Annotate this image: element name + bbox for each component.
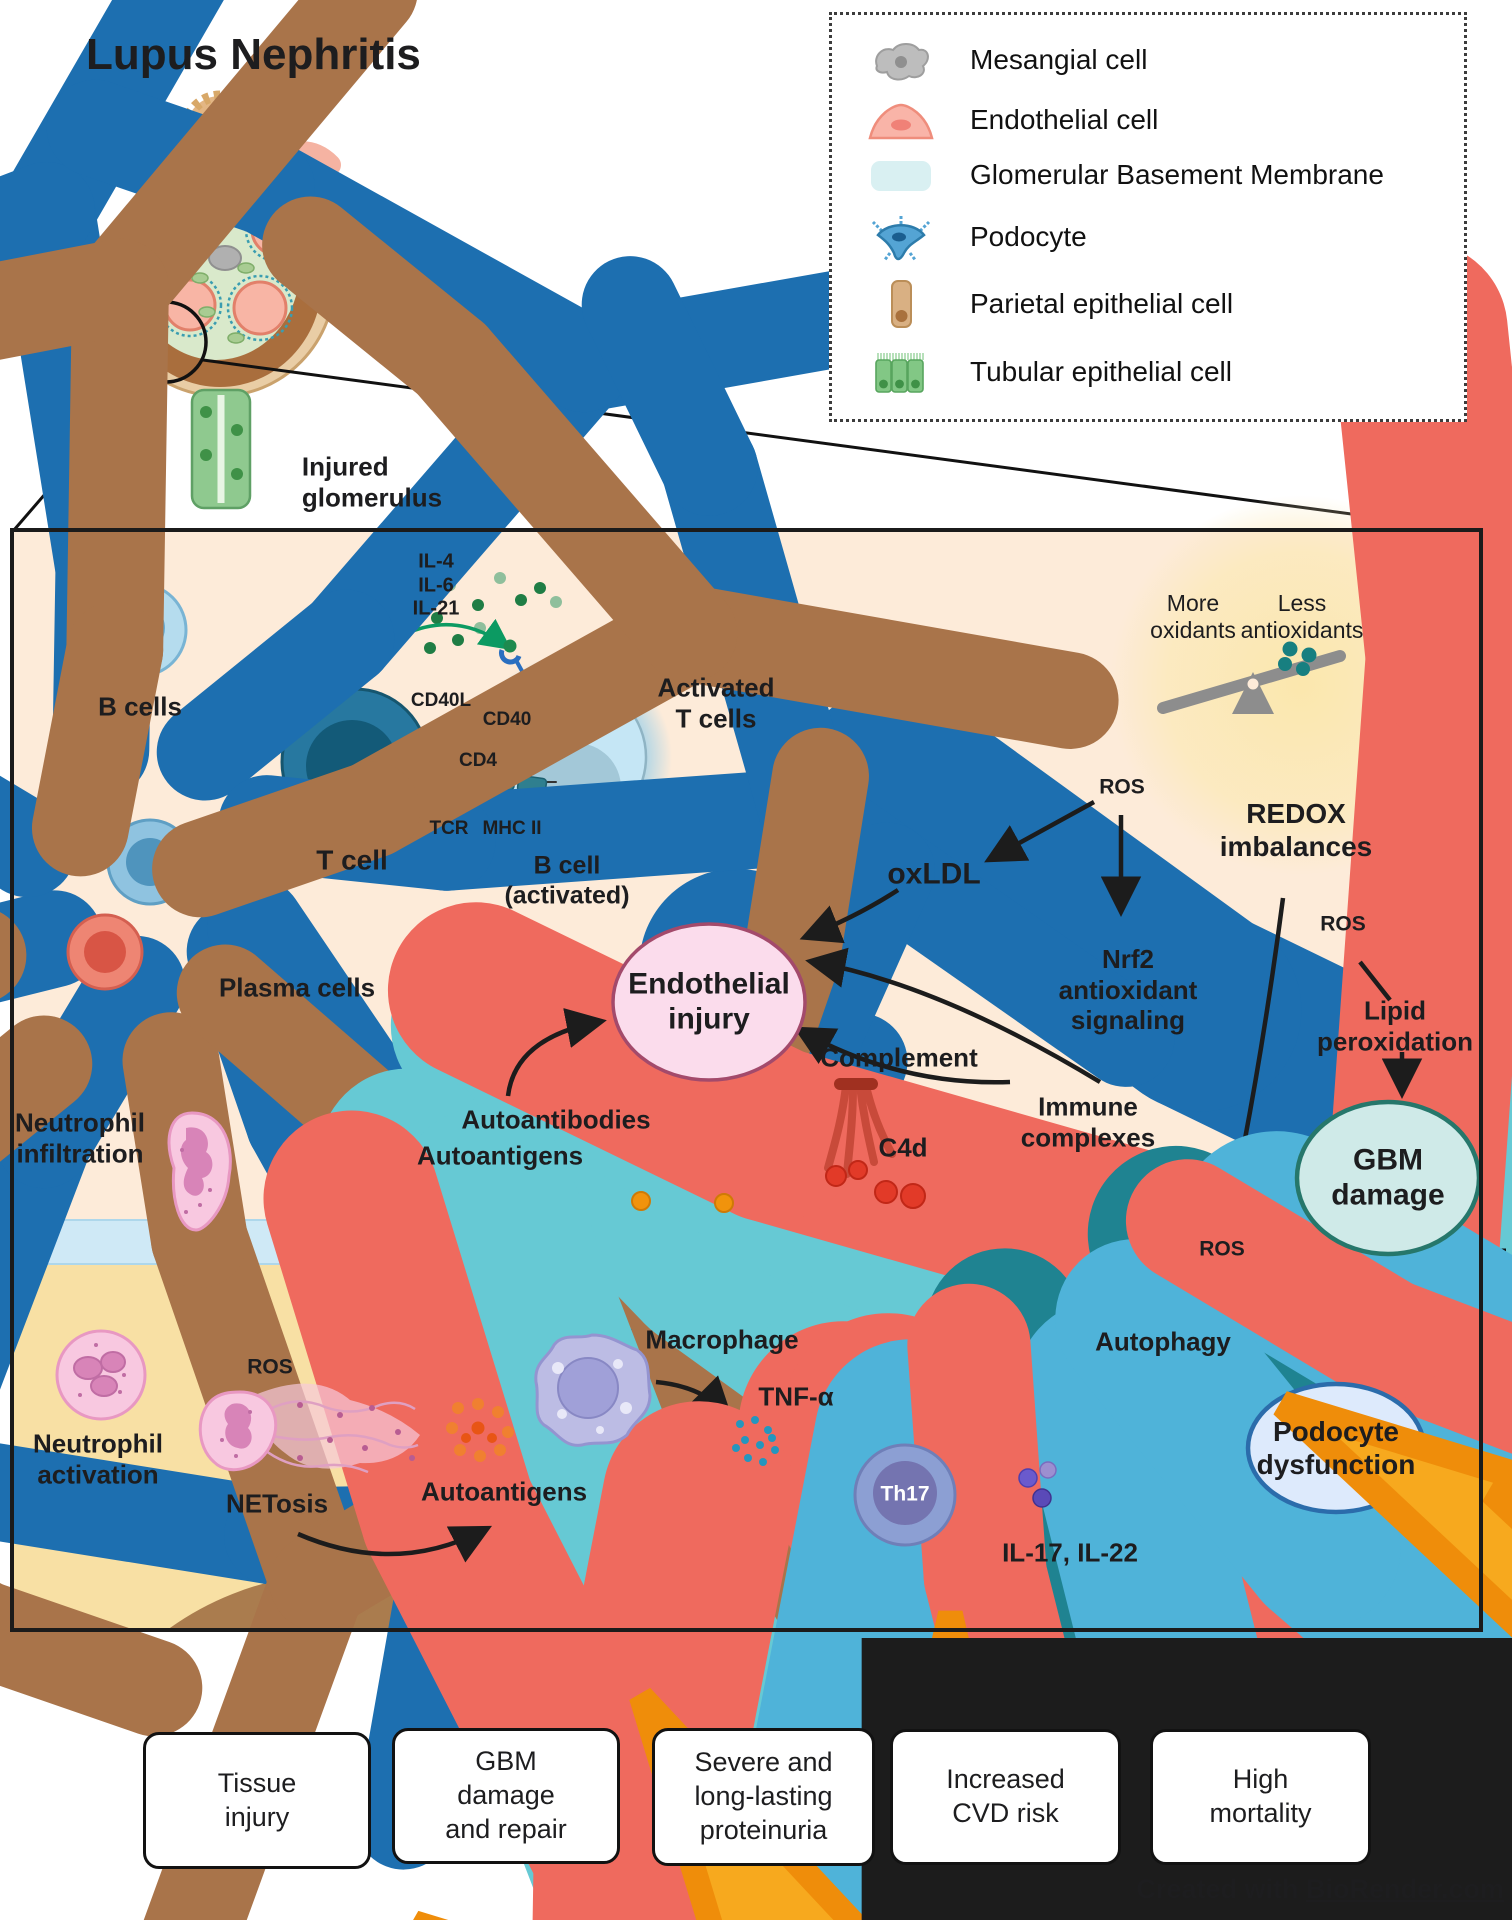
page-title: Lupus Nephritis: [86, 30, 421, 79]
panel-border: [10, 528, 1483, 1632]
autoantigen-dots: [446, 1398, 514, 1462]
lipid-peroxidation-label: Lipid peroxidation: [1316, 995, 1474, 1056]
endothelial-injury-label: Endothelial injury: [628, 967, 790, 1036]
cd4-label: CD4: [458, 749, 498, 771]
arrow-oxldl-to-injury: [799, 888, 900, 944]
outcome-box-gbm-damage: GBM damage and repair: [392, 1728, 620, 1864]
injured-glomerulus-label: Injured glomerulus: [301, 451, 443, 512]
il17-il22-label: IL-17, IL-22: [1002, 1537, 1138, 1568]
line-ros-to-lipid: [1358, 960, 1392, 1002]
outcome-box-proteinuria: Severe and long-lasting proteinuria: [652, 1728, 875, 1866]
mesangial-cell-icon: [858, 36, 944, 84]
macrophage-cell: [534, 1333, 652, 1447]
legend-label: Endothelial cell: [970, 103, 1159, 135]
macrophage-label: Macrophage: [645, 1324, 799, 1355]
plasma-cells-label: Plasma cells: [218, 972, 376, 1003]
autophagy-label: Autophagy: [1095, 1326, 1231, 1357]
endothelial-injury-oval: [611, 922, 807, 1082]
neutrophil-cell: [55, 1329, 147, 1421]
arrow-redox-to-gbm-ros: [1217, 897, 1286, 1219]
neutrophil-activation-label: Neutrophil activation: [33, 1428, 163, 1489]
outcome-box-mortality: High mortality: [1150, 1729, 1371, 1865]
oxldl-label: oxLDL: [887, 857, 981, 891]
th17-label: Th17: [880, 1482, 930, 1506]
neutrophil-infiltration-label: Neutrophil infiltration: [15, 1107, 145, 1168]
autoantigens-lower-label: Autoantigens: [420, 1476, 588, 1507]
nrf2-label: Nrf2 antioxidant signaling: [1058, 943, 1198, 1036]
legend-row-parietal: Parietal epithelial cell: [858, 278, 1464, 330]
ros-label: ROS: [247, 1355, 293, 1379]
cd40l-label: CD40L: [410, 689, 472, 711]
tnf-alpha-label: TNF-α: [758, 1381, 834, 1412]
th17-cell: [853, 1443, 957, 1547]
autoantibodies-label: Autoantibodies: [461, 1104, 651, 1135]
gbm-damage-label: GBM damage: [1331, 1143, 1445, 1212]
legend-label: Glomerular Basement Membrane: [970, 159, 1384, 191]
autoantigens-upper-label: Autoantigens: [416, 1140, 584, 1171]
legend-label: Tubular epithelial cell: [970, 355, 1232, 387]
tcr-label: TCR: [429, 817, 469, 839]
legend-row-endothelial: Endothelial cell: [858, 100, 1464, 140]
netosis-label: NETosis: [225, 1488, 329, 1519]
legend-row-tubular: Tubular epithelial cell: [858, 346, 1464, 398]
il17-il22-dots: [1018, 1461, 1057, 1508]
tubular-epithelial-cell-icon: [858, 346, 944, 398]
legend-label: Podocyte: [970, 220, 1087, 252]
c4d-label: C4d: [878, 1132, 928, 1163]
ros-label: ROS: [1320, 912, 1366, 936]
redox-balance: [1042, 641, 1512, 1920]
podocyte-dysfunction-label: Podocyte dysfunction: [1256, 1415, 1416, 1480]
complement-label: Complement: [820, 1042, 978, 1073]
legend-box: Mesangial cell Endothelial cell Glomerul…: [829, 12, 1467, 422]
b-cells-label: B cells: [98, 691, 182, 722]
tubule-nuclei: [200, 406, 243, 480]
endothelial-cell-icon: [858, 100, 944, 140]
legend-label: Parietal epithelial cell: [970, 288, 1234, 320]
podocyte-icon: [858, 211, 944, 263]
netosis-scene: [198, 1383, 1512, 1920]
legend-label: Mesangial cell: [970, 44, 1148, 76]
balance-fulcrum: [1232, 672, 1274, 714]
gbm-icon: [858, 155, 944, 195]
plasma-cell-red: [0, 0, 1127, 1920]
biorender-link[interactable]: BioRender.com: [1305, 1874, 1504, 1904]
legend-row-podocyte: Podocyte: [858, 211, 1464, 263]
legend-row-mesangial: Mesangial cell: [858, 36, 1464, 84]
legend-row-gbm: Glomerular Basement Membrane: [858, 155, 1464, 195]
ros-label: ROS: [1199, 1237, 1245, 1261]
arrow-ros-to-oxldl: [984, 800, 1096, 863]
arrow-netosis-to-autoantigens: [297, 1525, 492, 1563]
outcome-box-tissue-injury: Tissue injury: [143, 1732, 371, 1869]
infiltrating-neutrophil: [167, 1111, 232, 1232]
arrow-immune-complexes-to-injury: [805, 947, 1102, 1084]
tnf-dots: [732, 1416, 779, 1466]
t-cell-label: T cell: [316, 844, 388, 876]
cytokine-labels: IL-4 IL-6 IL-21: [412, 550, 460, 620]
arrow-autoantibodies-to-injury: [505, 1008, 607, 1097]
outcome-box-cvd-risk: Increased CVD risk: [890, 1729, 1121, 1865]
more-oxidants-label: More oxidants: [1150, 589, 1236, 643]
ros-label: ROS: [1099, 775, 1145, 799]
less-antioxidants-label: Less antioxidants: [1240, 589, 1364, 643]
redox-imbalances-label: REDOX imbalances: [1219, 797, 1373, 862]
b-cell-activated-label: B cell (activated): [504, 851, 630, 910]
biorender-credit: Created with BioRender.com: [1136, 1874, 1504, 1905]
credit-prefix: Created with: [1136, 1874, 1306, 1904]
arrow-macrophage-to-tnf: [655, 1375, 733, 1419]
immune-complexes-label: Immune complexes: [1020, 1091, 1156, 1152]
complement-c4d-deposit: [824, 1078, 926, 1209]
autoantibody-deposits: [0, 1191, 1512, 1920]
activated-t-cells-label: Activated T cells: [657, 672, 775, 733]
antioxidant-dots: [1278, 641, 1317, 676]
mhc2-label: MHC II: [482, 817, 542, 839]
arrow-complement-to-injury: [793, 1026, 1011, 1085]
parietal-epithelial-cell-icon: [858, 278, 944, 330]
cd40-label: CD40: [482, 708, 532, 730]
plasma-cell-blue: [0, 0, 1310, 1920]
